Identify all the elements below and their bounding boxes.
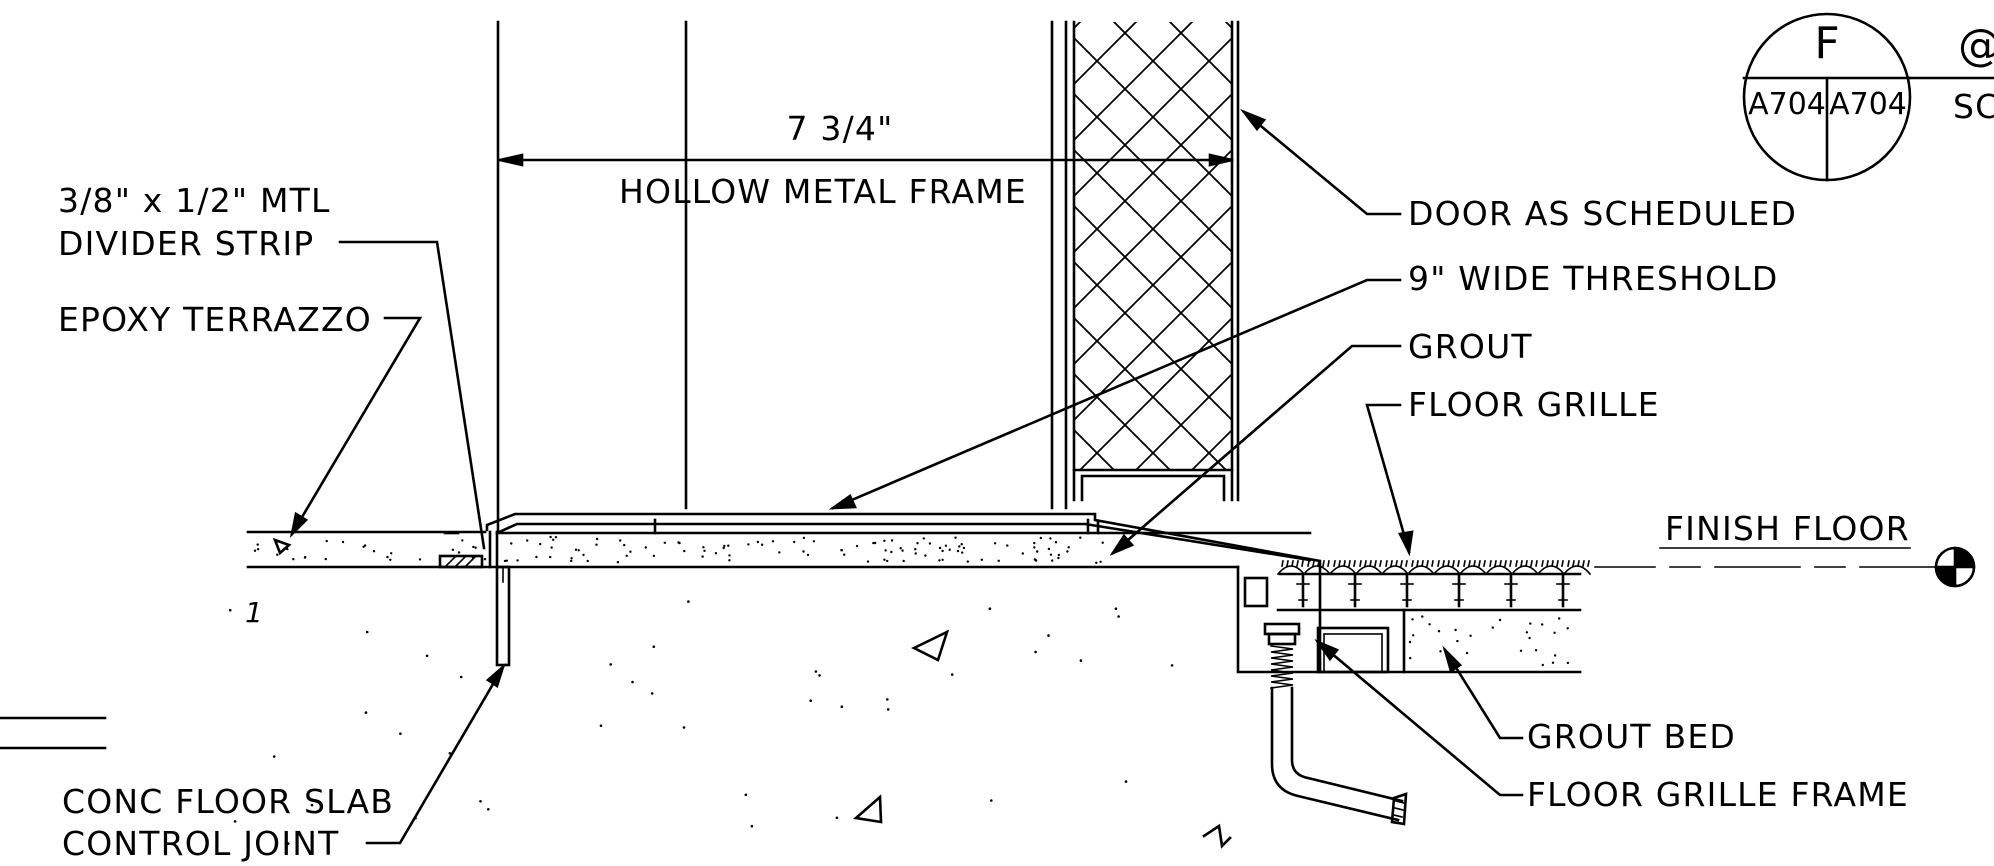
callout-divider-strip: 3/8" x 1/2" MTL DIVIDER STRIP [58,181,486,550]
floor-grille-bars [1276,560,1592,608]
detail-reference-bubble: F A704 A704 @ SC [1742,12,1994,182]
dimension-text: 7 3/4" [787,109,894,148]
door-leaf [1072,20,1240,502]
detail-sheet-right: A704 [1829,87,1907,122]
grout-label: GROUT [1408,327,1533,366]
callout-grout-bed: GROUT BED [1442,645,1736,756]
floor-grille-frame [1236,565,1582,674]
callout-door: DOOR AS SCHEDULED [1240,109,1797,233]
grout-bed-label: GROUT BED [1527,717,1736,756]
callout-floor-grille-frame: FLOOR GRILLE FRAME [1314,639,1909,814]
grout-fill [253,535,1104,564]
grout-bed-fill [1408,615,1570,667]
floor-grille-frame-label: FLOOR GRILLE FRAME [1527,775,1909,814]
hollow-metal-frame-label: HOLLOW METAL FRAME [619,172,1027,211]
break-lines [0,716,107,750]
terrazzo-floor [246,530,1240,569]
grille-anchor-spring [1270,645,1294,689]
detail-sheet-left: A704 [1748,87,1826,122]
slab-mark: 1 [245,596,263,629]
slab-aggregate-symbols: 1 [245,596,1232,849]
divider-strip-label-1: 3/8" x 1/2" MTL [58,181,331,220]
detail-letter: F [1814,18,1839,69]
door-as-scheduled-label: DOOR AS SCHEDULED [1408,194,1797,233]
callout-threshold: 9" WIDE THRESHOLD [828,259,1778,510]
hollow-metal-frame [496,20,1068,532]
finish-floor-datum: FINISH FLOOR [1594,509,1976,588]
epoxy-terrazzo-label: EPOXY TERRAZZO [58,300,372,339]
detail-title-partial: @ [1958,20,1994,71]
callout-control-joint: CONC FLOOR SLAB CONTROL JOINT [62,663,506,863]
control-joint-label-2: CONTROL JOINT [62,824,340,863]
threshold [485,512,1322,569]
callout-floor-grille: FLOOR GRILLE [1365,385,1660,557]
divider-strip-label-2: DIVIDER STRIP [58,224,314,263]
callout-epoxy-terrazzo: EPOXY TERRAZZO [58,300,423,538]
drain-pipe [1270,686,1408,826]
frame-dimension: 7 3/4" HOLLOW METAL FRAME [498,109,1234,211]
control-joint-label-1: CONC FLOOR SLAB [62,782,394,821]
threshold-label: 9" WIDE THRESHOLD [1408,259,1778,298]
control-joint-strip [495,565,511,667]
detail-scale-partial: SC [1953,87,1994,126]
callout-grout: GROUT [1109,327,1533,556]
floor-grille-label: FLOOR GRILLE [1408,385,1660,424]
finish-floor-label: FINISH FLOOR [1665,509,1910,548]
